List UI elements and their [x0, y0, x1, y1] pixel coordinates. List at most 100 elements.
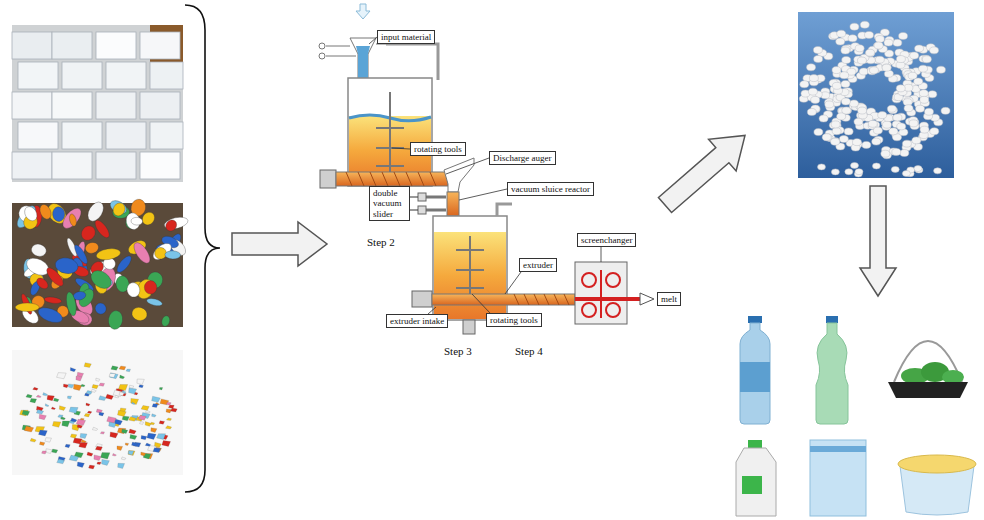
bottles-photo: [146, 297, 163, 307]
pellets-photo: [882, 121, 891, 128]
flow-arrow: [860, 186, 896, 296]
flakes-photo: [100, 432, 104, 434]
pellets-photo: [899, 32, 908, 39]
pellets-photo: [882, 64, 891, 71]
pellets-photo: [832, 82, 841, 89]
discharge-auger: [447, 192, 459, 216]
flakes-photo: [119, 392, 124, 396]
pellets-photo: [841, 47, 850, 54]
discharge-auger: [418, 206, 426, 214]
food-container: [898, 455, 976, 515]
flakes-photo: [45, 404, 49, 407]
pellets-photo: [841, 80, 850, 87]
pellets-photo: [842, 107, 851, 114]
bottles-photo: [130, 306, 148, 323]
bottles-photo: [95, 247, 121, 261]
flakes-photo: [152, 414, 157, 417]
flakes-photo: [36, 395, 41, 398]
pellets-photo: [916, 105, 925, 112]
pellets-photo: [831, 138, 840, 145]
flakes-photo: [51, 407, 55, 410]
flakes-photo: [147, 433, 156, 439]
flow-arrow: [232, 222, 327, 266]
pellets-photo: [831, 138, 840, 145]
input-hopper: [326, 46, 350, 47]
bales-photo: [62, 62, 102, 89]
flakes-photo: [130, 434, 137, 439]
pellets-photo: [900, 150, 909, 157]
bales-photo: [52, 92, 92, 119]
label-box: Discharge auger: [489, 151, 556, 165]
pellets-photo: [860, 21, 869, 28]
discharge-auger: [336, 172, 448, 186]
flakes-photo: [57, 459, 65, 464]
extruder: [600, 270, 602, 318]
pellets-photo: [858, 107, 867, 114]
discharge-auger: [444, 158, 474, 192]
pellets-photo: [897, 123, 906, 130]
salad-basket: [888, 382, 968, 398]
bottles-photo: [38, 203, 54, 221]
plastic-bag: [810, 446, 866, 452]
bottles-photo: [22, 204, 39, 223]
bales-photo: [12, 32, 52, 59]
pellets-photo: [868, 120, 877, 127]
step-label: Step 2: [367, 236, 395, 248]
flakes-photo: [106, 394, 114, 399]
pellets-photo: [798, 12, 954, 178]
pellets-photo: [902, 170, 910, 176]
label-box: double vacuum slider: [369, 186, 410, 221]
flakes-photo: [128, 451, 135, 456]
flakes-photo: [166, 426, 172, 429]
soda-bottle: [816, 316, 848, 424]
bottles-photo: [30, 243, 47, 258]
pellets-photo: [839, 136, 848, 143]
flakes-photo: [145, 443, 151, 446]
water-bottle: [740, 362, 770, 392]
bottles-photo: [24, 255, 52, 279]
flakes-photo: [42, 451, 47, 454]
part-label: extruder intake: [390, 316, 444, 326]
flakes-photo: [12, 350, 183, 475]
pellets-photo: [873, 127, 882, 134]
input-hopper: [350, 38, 376, 78]
flakes-photo: [36, 410, 43, 415]
pellets-photo: [813, 47, 822, 54]
pellets-photo: [855, 169, 863, 175]
flakes-photo: [129, 385, 134, 388]
flakes-photo: [162, 441, 171, 447]
flow-arrow: [651, 120, 759, 221]
bales-photo: [140, 92, 180, 119]
flakes-photo: [12, 350, 183, 475]
pellets-photo: [866, 49, 875, 56]
pellets-photo: [919, 65, 928, 72]
pellets-photo: [857, 57, 866, 64]
pellets-photo: [832, 67, 841, 74]
flakes-photo: [166, 402, 171, 405]
flakes-photo: [81, 384, 85, 387]
bottles-photo: [12, 198, 189, 331]
bottles-photo: [140, 210, 157, 228]
pellets-photo: [814, 129, 823, 136]
leader-lines: [369, 37, 601, 314]
cutter-compactor: [348, 78, 432, 186]
flakes-photo: [129, 417, 137, 422]
pellets-photo: [889, 128, 898, 135]
flakes-photo: [145, 410, 150, 413]
bottles-photo: [107, 310, 124, 331]
flakes-photo: [157, 434, 166, 440]
bottles-photo: [160, 315, 171, 328]
bottles-photo: [115, 254, 134, 275]
flakes-photo: [33, 387, 38, 390]
label-box: vacuum sluice reactor: [507, 182, 594, 196]
input-hopper: [386, 44, 438, 80]
flakes-photo: [99, 412, 104, 416]
pellets-photo: [915, 45, 924, 52]
bales-photo: [140, 152, 180, 179]
pellets-photo: [819, 115, 828, 122]
leader-lines: [472, 294, 490, 313]
part-label: extruder: [523, 260, 553, 270]
input-hopper: [356, 4, 370, 19]
bales-photo: [18, 122, 58, 149]
